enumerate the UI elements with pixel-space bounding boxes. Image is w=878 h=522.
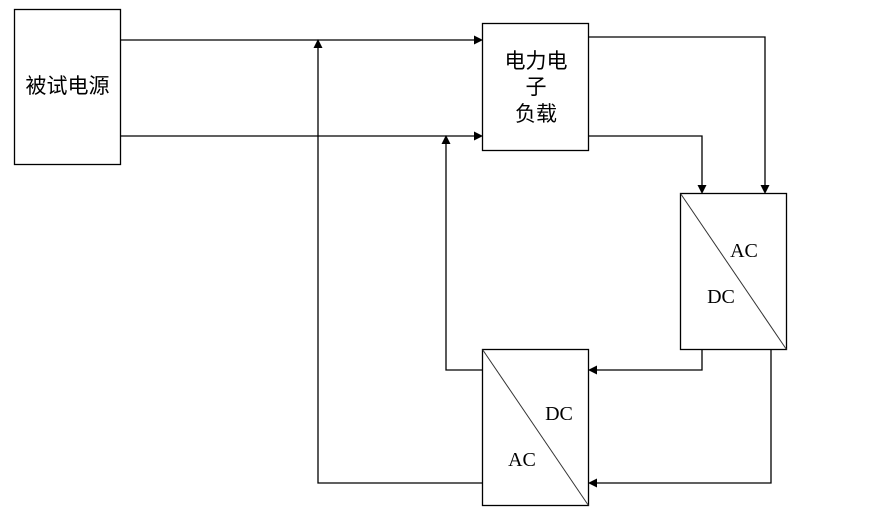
arrowhead-feedback-outer xyxy=(313,39,323,48)
arrowhead-load-input-top xyxy=(474,35,483,45)
arrowhead-inverter-input-bottom xyxy=(588,478,597,488)
inverter-block: DC AC xyxy=(481,348,590,507)
wire-rectifier-to-inverter-bottom xyxy=(596,349,772,484)
rectifier-diagonal xyxy=(680,193,787,350)
arrowhead-rectifier-input-left xyxy=(697,185,707,194)
load-box xyxy=(481,22,590,152)
arrowhead-load-input-bottom xyxy=(474,131,483,141)
rectifier-dc-label: DC xyxy=(707,286,735,308)
rectifier-block: AC DC xyxy=(679,192,788,351)
wire-load-to-rectifier-right xyxy=(588,36,766,186)
inverter-dc-label: DC xyxy=(545,403,573,425)
wire-inverter-feedback-outer xyxy=(317,46,483,484)
source-under-test-block: 被试电源 xyxy=(13,8,122,166)
electronic-load-block: 电力电 子 负载 xyxy=(481,22,590,152)
inverter-ac-label: AC xyxy=(508,449,536,471)
wire-load-to-rectifier-left xyxy=(588,135,703,186)
wire-inverter-feedback-inner xyxy=(445,142,483,371)
inverter-diagonal xyxy=(482,349,589,506)
source-label: 被试电源 xyxy=(26,74,110,98)
load-label-line-2: 子 xyxy=(526,75,547,99)
arrowhead-rectifier-input-right xyxy=(760,185,770,194)
arrowhead-inverter-input-top xyxy=(588,365,597,375)
load-label-line-3: 负载 xyxy=(515,102,557,126)
wire-rectifier-to-inverter-top xyxy=(596,349,703,371)
source-box xyxy=(13,8,122,166)
rectifier-ac-label: AC xyxy=(730,240,758,262)
arrowhead-feedback-inner xyxy=(441,135,451,144)
load-label-line-1: 电力电 xyxy=(505,49,568,73)
